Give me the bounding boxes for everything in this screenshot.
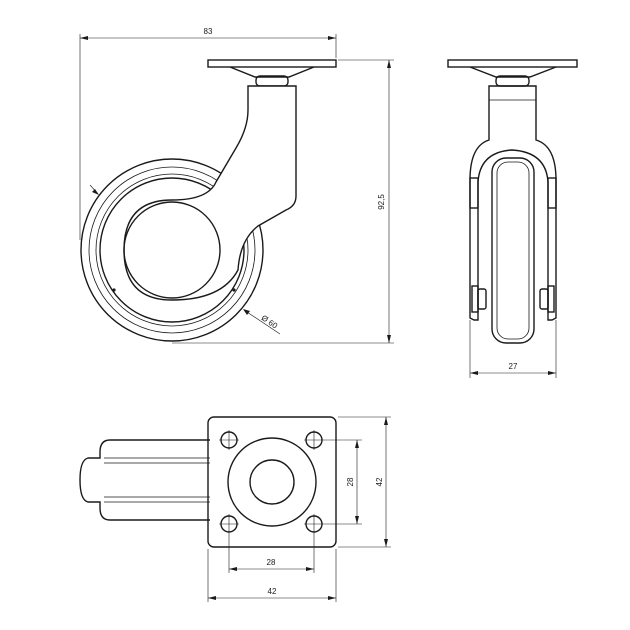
side-wheel-tread: [88, 166, 256, 334]
dim-diameter-leader-bottom: [243, 309, 281, 335]
dim-925-label: 92,5: [377, 194, 386, 210]
front-wheel-tread: [496, 161, 530, 340]
top-outer-ring: [227, 437, 317, 527]
front-axle-left: [477, 288, 487, 310]
front-fork: [469, 85, 557, 321]
side-hub-dot-left: [112, 288, 116, 292]
top-wheel-outline: [79, 439, 210, 521]
side-wheel-outer: [80, 158, 264, 342]
side-wheel-inner: [99, 177, 245, 323]
side-fork-arm: [123, 85, 297, 301]
front-axle-nut-left: [471, 285, 479, 313]
front-fork-rib-right: [547, 177, 557, 209]
top-hole-tl: [219, 430, 239, 450]
side-top-plate: [207, 59, 337, 68]
dim-42v-label: 42: [375, 477, 384, 486]
top-plate: [207, 416, 337, 548]
top-center-hole: [249, 459, 295, 505]
top-view: 28 42 28 42: [79, 416, 391, 602]
front-view: 27: [447, 59, 578, 378]
dim-83-label: 83: [204, 27, 213, 36]
dim-diameter-label: Ø 60: [260, 313, 280, 330]
front-axle-right: [539, 288, 549, 310]
side-hub-dot-right: [232, 288, 236, 292]
dim-28v-label: 28: [346, 477, 355, 486]
side-plate-flange: [229, 66, 315, 78]
top-hole-tr: [304, 430, 324, 450]
top-hole-br: [304, 514, 324, 534]
dim-27-label: 27: [509, 362, 518, 371]
front-top-plate: [447, 59, 578, 68]
side-hub-circle: [123, 201, 221, 299]
dim-42h-label: 42: [268, 587, 277, 596]
front-axle-nut-right: [547, 285, 555, 313]
side-view: 83 92,5 Ø 60: [79, 27, 394, 344]
side-wheel-rim: [95, 173, 249, 327]
front-wheel: [491, 157, 535, 344]
dim-28h-label: 28: [267, 558, 276, 567]
front-plate-flange: [469, 66, 557, 78]
top-hole-bl: [219, 514, 239, 534]
front-fork-rib-left: [469, 177, 479, 209]
